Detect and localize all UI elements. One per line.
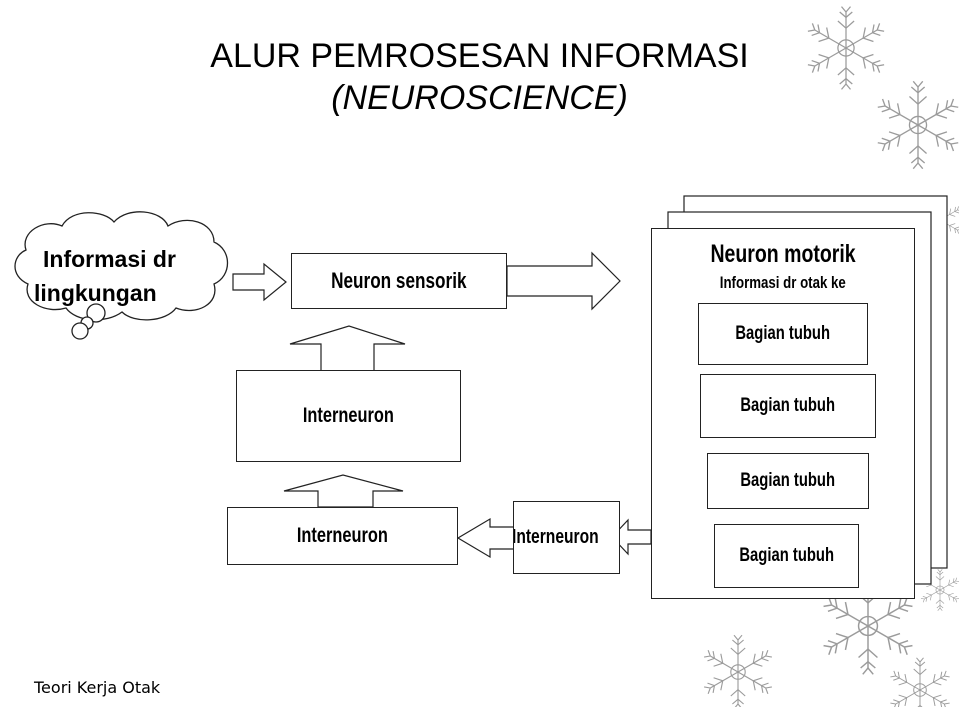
body-part-label-2: Bagian tubuh xyxy=(740,395,836,416)
body-part-label-1: Bagian tubuh xyxy=(735,323,831,344)
arrow-cloud-to-sensory xyxy=(232,262,287,302)
interneuron-lower-label: Interneuron xyxy=(296,524,388,547)
cloud-text-line1: Informasi dr xyxy=(43,246,176,272)
interneuron-upper-box: Interneuron xyxy=(236,370,461,462)
thought-cloud xyxy=(14,211,228,340)
slide-subtitle: (NEUROSCIENCE) xyxy=(331,79,628,117)
interneuron-lower-box: Interneuron xyxy=(227,507,458,565)
body-part-box-1: Bagian tubuh xyxy=(698,303,868,365)
body-part-label-4: Bagian tubuh xyxy=(739,545,834,566)
slide-title: ALUR PEMROSESAN INFORMASI xyxy=(210,37,749,75)
interneuron-upper-label: Interneuron xyxy=(302,404,394,427)
interneuron-right-label: Interneuron xyxy=(513,526,599,548)
motor-neuron-title: Neuron motorik xyxy=(710,240,856,268)
body-part-box-3: Bagian tubuh xyxy=(707,453,869,509)
cloud-text-line2: lingkungan xyxy=(34,280,157,306)
body-part-box-4: Bagian tubuh xyxy=(714,524,859,588)
arrow-right-to-lower-interneuron xyxy=(456,517,515,559)
motor-neuron-subtitle: Informasi dr otak ke xyxy=(719,273,847,292)
arrow-motor-to-right-interneuron xyxy=(611,518,652,556)
slide-footer: Teori Kerja Otak xyxy=(34,678,161,697)
sensory-neuron-label: Neuron sensorik xyxy=(331,268,467,293)
arrow-lower-to-upper-interneuron xyxy=(283,474,404,508)
arrow-interneuron-to-sensory xyxy=(289,325,406,372)
sensory-neuron-box: Neuron sensorik xyxy=(291,253,507,309)
interneuron-right-box: Interneuron xyxy=(513,501,620,574)
body-part-box-2: Bagian tubuh xyxy=(700,374,876,438)
body-part-label-3: Bagian tubuh xyxy=(740,470,836,491)
arrow-sensory-to-motor xyxy=(506,251,621,311)
